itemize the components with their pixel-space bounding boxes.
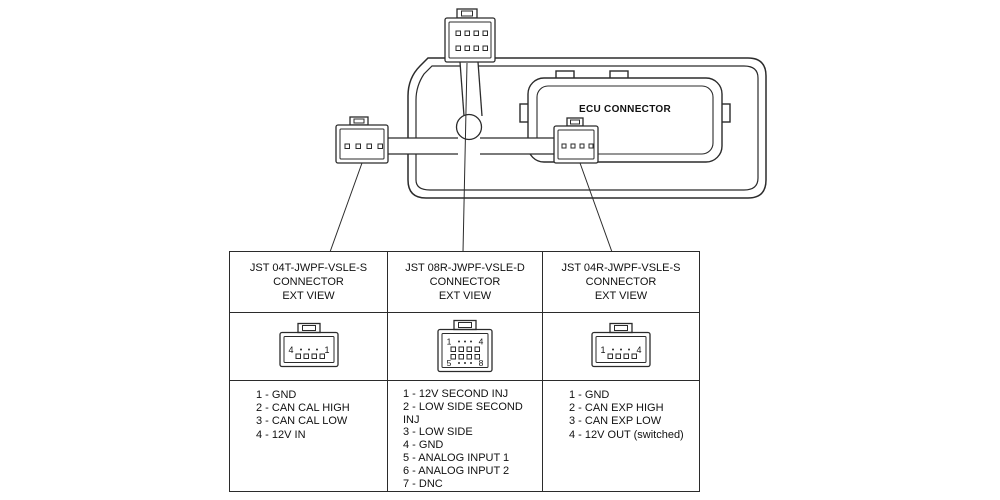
- pin-row: 2 - CAN EXP HIGH: [569, 402, 664, 415]
- pin-number-label: 8: [479, 358, 484, 368]
- pin-squares: [450, 346, 480, 359]
- drawing-col3: 1 4: [543, 313, 699, 381]
- pin-row: 8 - DNC: [403, 490, 538, 491]
- ecu-connector-label: ECU CONNECTOR: [579, 104, 672, 115]
- header-col1: JST 04T-JWPF-VSLE-S CONNECTOR EXT VIEW: [230, 252, 388, 313]
- drawing-col2: 1 4 5 8: [388, 313, 543, 381]
- header-line: CONNECTOR: [429, 276, 501, 288]
- header-col3: JST 04R-JWPF-VSLE-S CONNECTOR EXT VIEW: [543, 252, 699, 313]
- pin-row: 1 - 12V SECOND INJ: [403, 388, 509, 400]
- pin-row: 4 - 12V IN: [256, 428, 306, 441]
- drawing-col1: 4 1: [230, 313, 388, 381]
- connector-4pin-ext-view-icon: 1 4: [591, 322, 651, 367]
- pin-number-label: 4: [636, 345, 641, 355]
- pin-list-col3: 1 - GND 2 - CAN EXP HIGH 3 - CAN EXP LOW…: [543, 381, 699, 491]
- top-connector-cable: [455, 61, 483, 141]
- connector-4pin-ext-view-icon: 4 1: [278, 322, 339, 367]
- pin-row: 4 - 12V OUT (switched): [569, 428, 684, 441]
- pin-dots: [612, 348, 630, 350]
- pin-row: 3 - CAN CAL LOW: [256, 415, 348, 428]
- left-connector-icon: [335, 116, 389, 164]
- pin-number-label: 1: [447, 336, 452, 346]
- pin-number-label: 4: [288, 345, 293, 355]
- connector-8pin-ext-view-icon: 1 4 5 8: [437, 319, 493, 372]
- pin-squares: [295, 353, 325, 359]
- pin-row: 7 - DNC: [403, 477, 443, 490]
- pin-row: 3 - CAN EXP LOW: [569, 415, 662, 428]
- connector-table: JST 04T-JWPF-VSLE-S CONNECTOR EXT VIEW J…: [229, 251, 700, 492]
- pin-list-col2: 1 - 12V SECOND INJ 2 - LOW SIDE SECOND I…: [388, 381, 543, 491]
- pin-dots: [299, 348, 318, 350]
- header-line: JST 04R-JWPF-VSLE-S: [561, 262, 681, 274]
- pin-row: 2 - LOW SIDE SECOND INJ: [403, 400, 523, 426]
- pin-row: 4 - GND: [403, 439, 444, 452]
- header-line: EXT VIEW: [594, 290, 648, 302]
- pin-list-col1: 1 - GND 2 - CAN CAL HIGH 3 - CAN CAL LOW…: [230, 381, 388, 491]
- left-connector-cable: [388, 137, 458, 155]
- pin-dots: [458, 340, 472, 342]
- header-line: EXT VIEW: [282, 290, 335, 302]
- pin-number-label: 1: [324, 345, 329, 355]
- header-line: CONNECTOR: [585, 276, 657, 288]
- pin-row: 5 - ANALOG INPUT 1: [403, 451, 510, 464]
- header-line: JST 04T-JWPF-VSLE-S: [249, 262, 368, 274]
- header-line: JST 08R-JWPF-VSLE-D: [405, 262, 525, 274]
- pin-row: 6 - ANALOG INPUT 2: [403, 464, 510, 477]
- pin-number-label: 5: [447, 358, 452, 368]
- pin-row: 1 - GND: [569, 389, 610, 401]
- header-col2: JST 08R-JWPF-VSLE-D CONNECTOR EXT VIEW: [388, 252, 543, 313]
- pin-dots: [458, 361, 472, 364]
- pin-number-label: 1: [600, 345, 605, 355]
- middle-connector-cable: [480, 137, 556, 155]
- pin-number-label: 4: [479, 336, 484, 346]
- header-line: EXT VIEW: [438, 290, 492, 302]
- leader-lines: [329, 62, 613, 253]
- top-connector-icon: [444, 8, 496, 63]
- header-line: CONNECTOR: [273, 276, 344, 288]
- middle-connector-icon: [553, 117, 599, 164]
- pin-row: 2 - CAN CAL HIGH: [256, 402, 350, 415]
- pin-row: 1 - GND: [256, 389, 297, 401]
- pin-row: 3 - LOW SIDE: [403, 426, 473, 439]
- pin-squares: [607, 353, 637, 359]
